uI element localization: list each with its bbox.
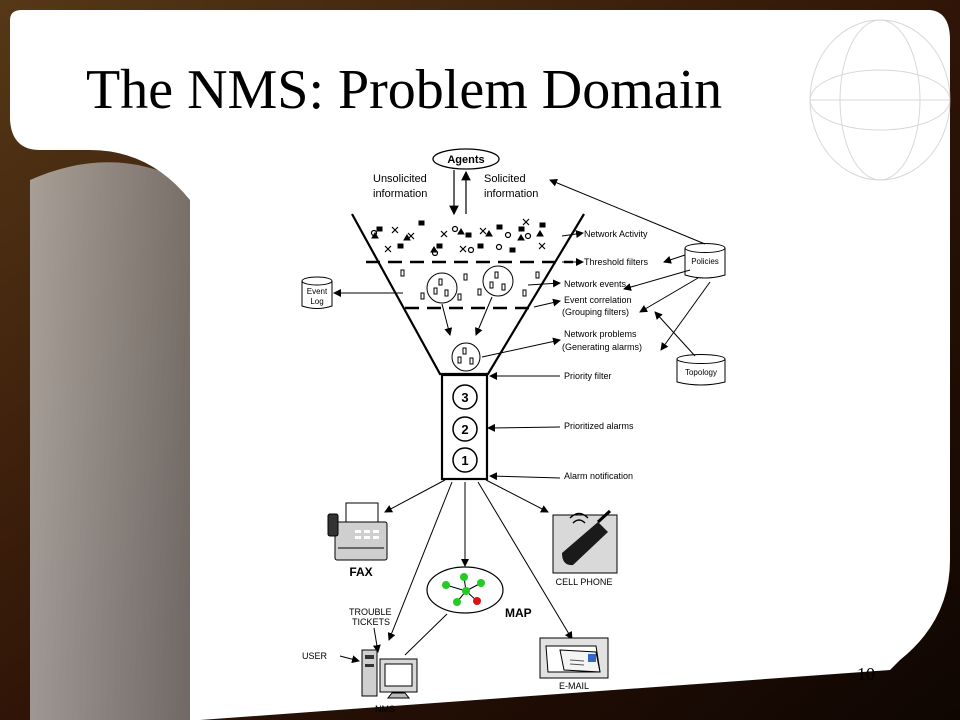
user-label: USER [302,651,328,661]
label-network-events: Network events [564,279,627,289]
network-event-symbols [400,269,540,301]
svg-text:3: 3 [461,390,468,405]
white-panel [10,10,950,720]
map-label: MAP [505,606,532,620]
svg-text:Topology: Topology [685,368,717,377]
priority-3: 3 [452,384,478,410]
priority-1: 1 [452,447,478,473]
svg-text:1: 1 [461,453,468,468]
svg-text:Policies: Policies [691,257,719,266]
topology-store: Topology [676,354,726,386]
unsolicited-label-2: information [373,188,427,200]
trouble-tickets-label-2: TICKETS [352,617,390,627]
label-alarm-notification: Alarm notification [564,471,633,481]
page-number: 10 [857,664,875,684]
trouble-tickets-label-1: TROUBLE [349,607,392,617]
nms-computer-icon [361,649,418,699]
policies-store: Policies [684,243,726,279]
priority-2: 2 [452,416,478,442]
label-network-problems: Network problems [564,329,637,339]
network-activity-symbols [370,218,546,257]
trouble-tickets-arrow [372,627,381,653]
slide-title: The NMS: Problem Domain [86,59,723,121]
event-log-store: Event Log [301,276,333,309]
svg-text:Log: Log [310,297,323,306]
nms-label: NMS [375,704,395,714]
cell-phone-label: CELL PHONE [556,577,613,587]
fax-label: FAX [349,565,372,579]
topology-arrow [654,311,696,357]
svg-text:2: 2 [461,422,468,437]
label-prioritized-alarms: Prioritized alarms [564,421,634,431]
fax-icon [327,502,388,561]
cell-phone-icon [552,509,618,574]
label-event-correlation: Event correlation [564,295,632,305]
unsolicited-label-1: Unsolicited [373,173,427,185]
policies-arrows [549,178,711,351]
label-generating-alarms: (Generating alarms) [562,342,642,352]
user-arrow [339,655,360,664]
svg-text:Event: Event [307,287,328,296]
map-icon [426,566,504,614]
email-label: E-MAIL [559,681,589,691]
grouping-arrow-left [441,303,453,336]
grouping-arrow-right [475,296,493,336]
solicited-label-2: information [484,188,538,200]
wireframe-globe [809,19,951,181]
email-icon [539,637,609,679]
agents-label: Agents [447,154,484,166]
label-grouping-filters: (Grouping filters) [562,307,629,317]
event-group-circles [426,265,514,372]
output-arrows [384,479,573,656]
solicited-label-1: Solicited [484,173,526,185]
label-priority-filter: Priority filter [564,371,612,381]
label-network-activity: Network Activity [584,229,648,239]
agents-node [432,148,500,170]
label-threshold-filters: Threshold filters [584,257,649,267]
